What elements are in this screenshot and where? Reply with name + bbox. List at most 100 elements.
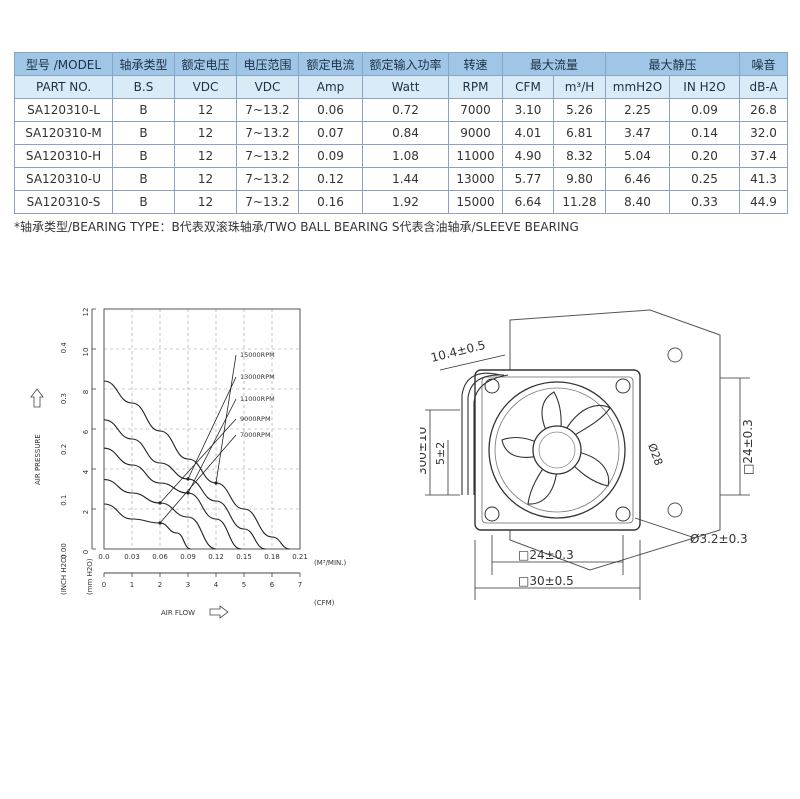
table-cell: 0.14 xyxy=(669,121,741,145)
fan-frame-inner xyxy=(481,376,634,524)
x-tick-cfm: 0 xyxy=(102,581,106,589)
col-max-pressure: 最大静压 xyxy=(605,52,741,76)
chart-grid xyxy=(104,308,301,549)
table-cell: 3.10 xyxy=(502,98,554,122)
y-tick-mmh2o: 10 xyxy=(82,348,90,357)
series-label: 13000RPM xyxy=(240,373,275,381)
y-tick-mmh2o: 0 xyxy=(82,550,90,554)
col-voltage-range: 电压范围 xyxy=(236,52,299,76)
air-flow-arrow-icon xyxy=(209,605,229,619)
x-tick-m3min: 0.21 xyxy=(292,553,308,561)
fan-dimension-drawing: 10.4±0.5 300±10 5±2 □24±0.3 Ø28 Ø3.2±0.3… xyxy=(420,309,755,600)
fan-hub xyxy=(532,425,582,475)
plot-frame xyxy=(103,308,301,550)
table-header-row-1: 型号 /MODEL 轴承类型 额定电压 电压范围 额定电流 额定输入功率 转速 … xyxy=(14,52,789,76)
dim-lead-length: 300±10 xyxy=(420,427,429,475)
y-tick-mmh2o: 8 xyxy=(82,390,90,394)
table-cell: 7~13.2 xyxy=(236,98,299,122)
dim-strip: 5±2 xyxy=(434,442,447,465)
x-tick-m3min: 0.09 xyxy=(180,553,196,561)
table-cell: B xyxy=(112,167,175,191)
table-cell: 7~13.2 xyxy=(236,167,299,191)
fan-blades xyxy=(501,391,611,505)
spec-table: 型号 /MODEL 轴承类型 额定电压 电压范围 额定电流 额定输入功率 转速 … xyxy=(14,52,789,214)
unit-amp: Amp xyxy=(298,75,363,99)
table-cell: 4.90 xyxy=(502,144,554,168)
series-label: 15000RPM xyxy=(240,351,275,359)
unit-vdc: VDC xyxy=(174,75,237,99)
table-cell: 0.16 xyxy=(298,190,363,214)
x-axis-label: AIR FLOW xyxy=(161,609,195,617)
table-cell: B xyxy=(112,98,175,122)
table-cell: 4.01 xyxy=(502,121,554,145)
table-cell: 7~13.2 xyxy=(236,190,299,214)
x-tick-m3min: 0.0 xyxy=(98,553,109,561)
fan-hub-center xyxy=(538,431,576,469)
table-cell: 7~13.2 xyxy=(236,144,299,168)
table-cell: B xyxy=(112,121,175,145)
table-cell: 6.46 xyxy=(605,167,671,191)
x-tick-m3min: 0.18 xyxy=(264,553,280,561)
col-rated-current: 额定电流 xyxy=(298,52,363,76)
table-cell: 7~13.2 xyxy=(236,121,299,145)
table-cell: 9.80 xyxy=(552,167,607,191)
mount-hole-tl xyxy=(484,378,500,394)
table-cell: 0.84 xyxy=(362,121,449,145)
unit-watt: Watt xyxy=(362,75,449,99)
table-cell: 1.44 xyxy=(362,167,449,191)
chart-axes xyxy=(30,308,301,619)
col-bearing: 轴承类型 xyxy=(112,52,175,76)
table-cell: 12 xyxy=(174,121,237,145)
series-leader xyxy=(159,418,237,504)
table-cell: 15000 xyxy=(448,190,503,214)
y-axis-label: AIR PRESSURE xyxy=(34,434,42,485)
chart-series xyxy=(103,354,290,550)
table-cell: 0.09 xyxy=(298,144,363,168)
table-cell: 12 xyxy=(174,190,237,214)
unit-rpm: RPM xyxy=(448,75,503,99)
table-cell: 37.4 xyxy=(739,144,789,168)
dim-hole-pitch-h: □24±0.3 xyxy=(518,548,574,562)
air-pressure-arrow-icon xyxy=(30,388,44,408)
x-tick-m3min: 0.03 xyxy=(124,553,140,561)
table-cell: 6.81 xyxy=(552,121,607,145)
table-cell: 0.20 xyxy=(669,144,741,168)
table-cell: 0.72 xyxy=(362,98,449,122)
x-tick-cfm: 7 xyxy=(298,581,302,589)
table-cell: SA120310-M xyxy=(14,121,113,145)
bearing-note: *轴承类型/BEARING TYPE：B代表双滚珠轴承/TWO BALL BEA… xyxy=(14,220,579,234)
table-cell: 0.25 xyxy=(669,167,741,191)
series-arrowhead xyxy=(158,501,162,505)
table-cell: 7000 xyxy=(448,98,503,122)
col-rated-voltage: 额定电压 xyxy=(174,52,237,76)
x-tick-cfm: 3 xyxy=(186,581,190,589)
table-cell: 0.06 xyxy=(298,98,363,122)
dim-hole: Ø3.2±0.3 xyxy=(690,532,748,546)
table-cell: 26.8 xyxy=(739,98,789,122)
table-cell: 0.09 xyxy=(669,98,741,122)
col-max-airflow: 最大流量 xyxy=(501,52,607,76)
table-cell: 8.32 xyxy=(552,144,607,168)
table-cell: 1.92 xyxy=(362,190,449,214)
fan-ring xyxy=(488,381,626,519)
x-tick-cfm: 1 xyxy=(130,581,134,589)
table-cell: 12 xyxy=(174,98,237,122)
y-tick-inh2o: 0.3 xyxy=(60,393,68,404)
table-cell: 0.12 xyxy=(298,167,363,191)
table-cell: SA120310-S xyxy=(14,190,113,214)
y-tick-mmh2o: 6 xyxy=(82,429,90,434)
series-label: 7000RPM xyxy=(240,431,271,439)
x-tick-m3min: 0.06 xyxy=(152,553,168,561)
col-speed: 转速 xyxy=(448,52,503,76)
unit-bs: B.S xyxy=(112,75,175,99)
table-cell: 2.25 xyxy=(605,98,671,122)
table-cell: 12 xyxy=(174,167,237,191)
mount-hole-tr xyxy=(615,378,631,394)
x-unit-m3min: (M³/MIN.) xyxy=(314,559,347,567)
unit-inh2o: IN H2O xyxy=(669,75,741,99)
y-tick-inh2o: 0.00 xyxy=(60,543,68,559)
table-cell: 11.28 xyxy=(552,190,607,214)
